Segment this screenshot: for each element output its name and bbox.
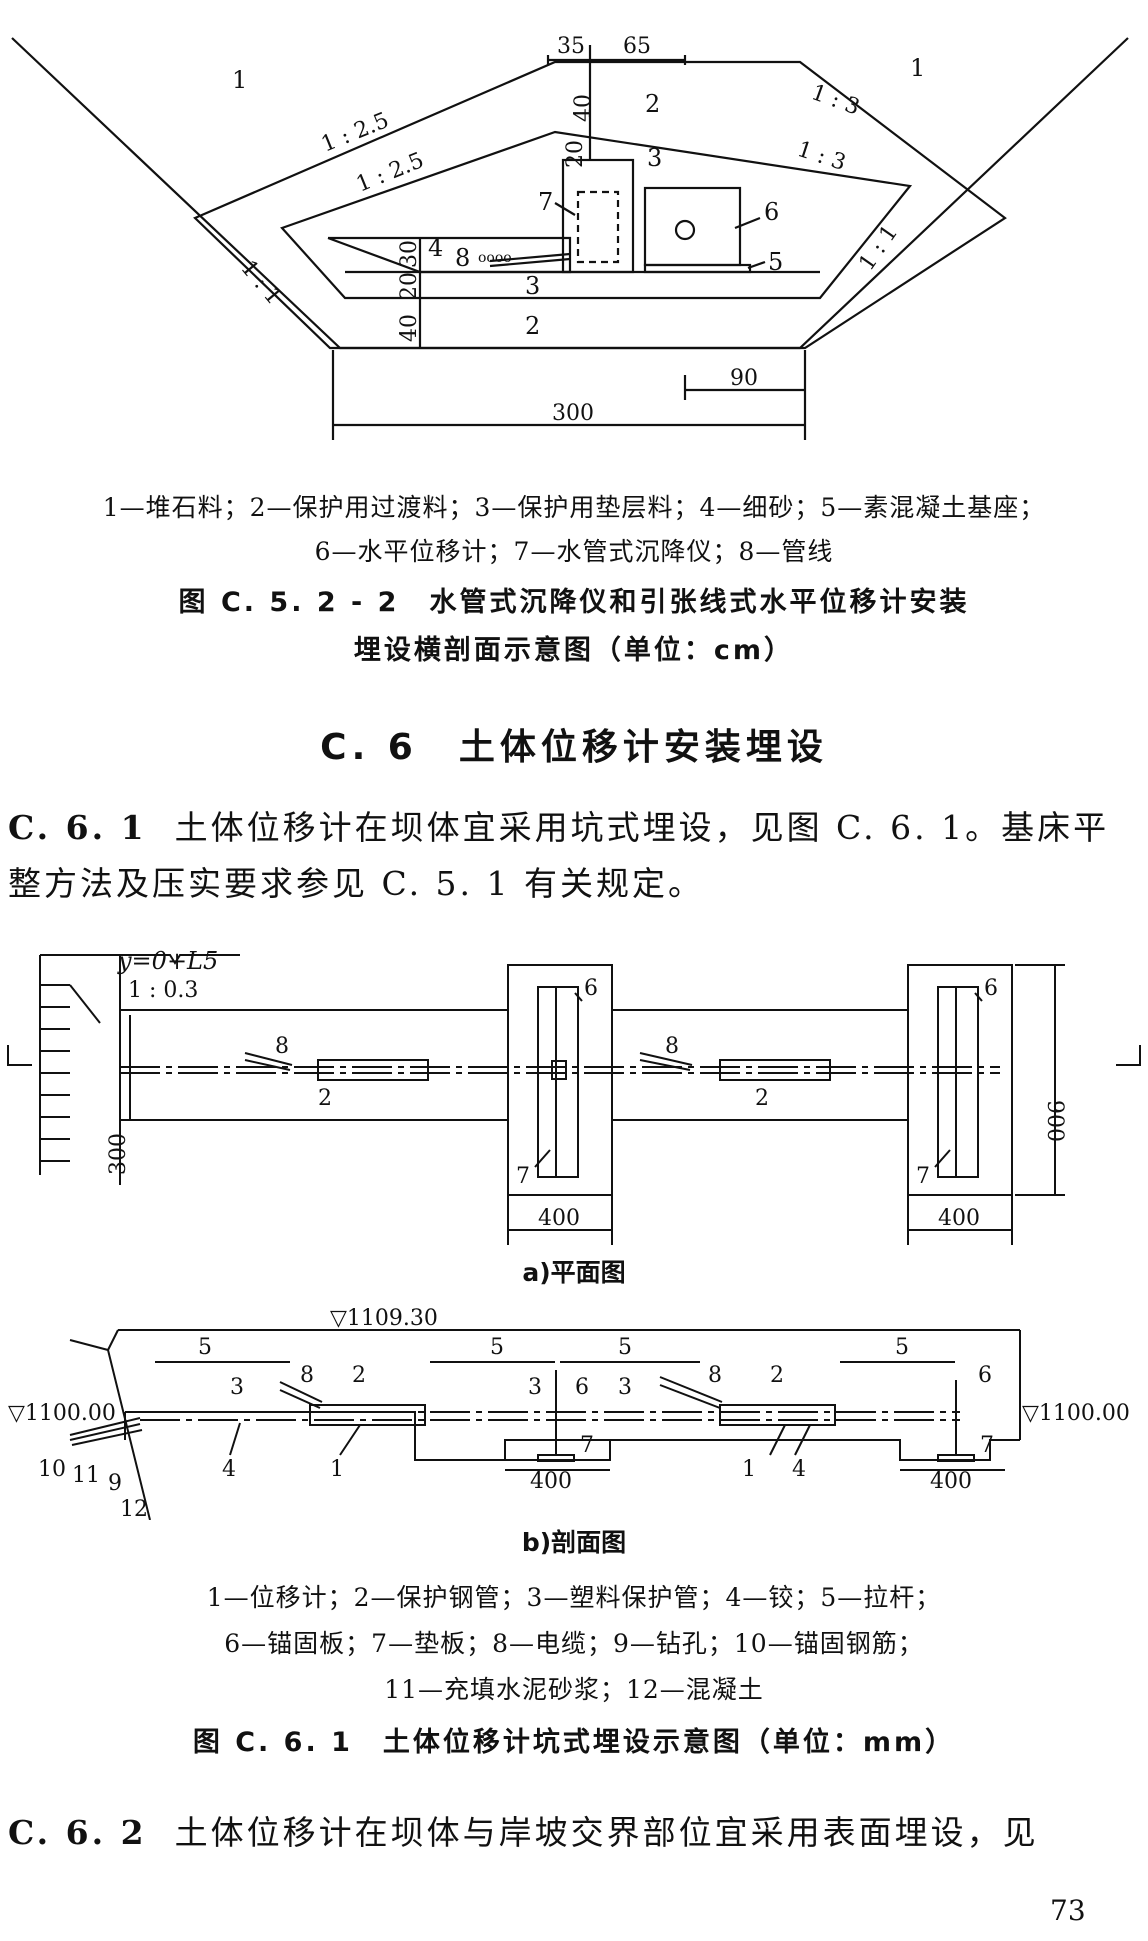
fig1-caption-line1: 图 C. 5. 2 - 2 水管式沉降仪和引张线式水平位移计安装 (178, 587, 970, 618)
slope-1: 1 : 2.5 (318, 108, 393, 158)
label-2-top: 2 (645, 90, 660, 118)
fig2-legend-line3: 11—充填水泥砂浆；12—混凝土 (384, 1675, 764, 1704)
plan-label-6b: 6 (984, 976, 998, 1001)
dim-300: 300 (552, 401, 594, 426)
plan-label-2b: 2 (755, 1086, 769, 1111)
fig1-caption-line2: 埋设横剖面示意图（单位：cm） (353, 635, 795, 666)
section-label-7a: 7 (580, 1433, 594, 1458)
dim-30: 30 (397, 240, 422, 268)
plan-dim-400b: 400 (938, 1206, 980, 1231)
figure-c61-plan: y=0+L5 1 : 0.3 300 900 400 400 6 6 8 8 2… (7, 947, 1141, 1245)
dim-65: 65 (623, 34, 651, 59)
fig1-legend-line2: 6—水平位移计；7—水管式沉降仪；8—管线 (314, 537, 834, 566)
label-4: 4 (428, 234, 443, 262)
plan-slope: 1 : 0.3 (128, 978, 198, 1003)
section-dim-5b: 5 (490, 1335, 504, 1360)
sand-layer-outline (327, 236, 572, 274)
plan-dim-400a: 400 (538, 1206, 580, 1231)
plan-dim-900: 900 (1042, 1100, 1067, 1142)
section-label-3c: 3 (618, 1375, 632, 1400)
fig2-legend-line1: 1—位移计；2—保护钢管；3—塑料保护管；4—铰；5—拉杆； (206, 1583, 942, 1612)
label-7: 7 (538, 188, 553, 216)
zone-3-outline (280, 130, 913, 300)
plan-label-7b: 7 (916, 1164, 930, 1189)
settlement-gauge-inner (576, 190, 620, 264)
section-label-8b: 8 (708, 1363, 722, 1388)
section-label-1a: 1 (330, 1457, 344, 1482)
section-label-2b: 2 (770, 1363, 784, 1388)
plan-label-2a: 2 (318, 1086, 332, 1111)
section-label-4a: 4 (222, 1457, 236, 1482)
section-label-11: 11 (72, 1463, 100, 1488)
para2-text: 土体位移计在坝体与岸坡交界部位宜采用表面埋设，见 (174, 1813, 1039, 1852)
outer-excavation-line (11, 37, 1129, 350)
label-1-right: 1 (910, 54, 925, 82)
svg-text:oooo: oooo (478, 250, 512, 266)
dim-90: 90 (730, 366, 758, 391)
section-label-6b: 6 (978, 1363, 992, 1388)
figure-c522-cross-section: oooo 35 65 40 20 30 20 40 90 300 1 1 2 2… (11, 34, 1129, 440)
section-label-10: 10 (38, 1457, 66, 1482)
slope-3: 1 : 3 (808, 80, 863, 120)
slope-6: 1 : 1 (854, 221, 903, 276)
zone-2-outline (193, 60, 1007, 350)
section-label-3b: 3 (528, 1375, 542, 1400)
para1-text: 土体位移计在坝体宜采用坑式埋设，见图 C. 6. 1。基床平整方法及压实要求参见… (8, 808, 1110, 903)
plan-eq: y=0+L5 (117, 947, 218, 975)
section-heading-c6: C. 6 土体位移计安装埋设 (320, 727, 828, 768)
label-8: 8 (455, 244, 470, 272)
figure-c61-section: ▽1109.30 ▽1100.00 ▽1100.00 5 5 5 5 400 4… (8, 1306, 1130, 1520)
section-caption: b)剖面图 (521, 1528, 627, 1557)
section-label-8a: 8 (300, 1363, 314, 1388)
concrete-base (643, 263, 752, 274)
displacement-gauge-circle (674, 219, 696, 241)
label-5: 5 (768, 248, 783, 276)
dim-20: 20 (397, 272, 422, 300)
label-6: 6 (764, 198, 779, 226)
plan-dim-300: 300 (106, 1133, 131, 1175)
section-label-7b: 7 (980, 1433, 994, 1458)
label-2-bottom: 2 (525, 312, 540, 340)
paragraph-c62: C. 6. 2 土体位移计在坝体与岸坡交界部位宜采用表面埋设，见 (8, 1805, 1138, 1861)
section-elev-top: ▽1109.30 (330, 1306, 438, 1331)
fig2-legend-line2: 6—锚固板；7—垫板；8—电缆；9—钻孔；10—锚固钢筋； (224, 1629, 924, 1658)
para2-number: C. 6. 2 (8, 1813, 147, 1852)
plan-label-8a: 8 (275, 1034, 289, 1059)
plan-label-6a: 6 (584, 976, 598, 1001)
plan-label-7a: 7 (516, 1164, 530, 1189)
label-3-bottom: 3 (525, 272, 540, 300)
section-label-3a: 3 (230, 1375, 244, 1400)
section-label-9: 9 (108, 1471, 122, 1496)
section-label-2a: 2 (352, 1363, 366, 1388)
para1-number: C. 6. 1 (8, 808, 147, 847)
section-dim-5c: 5 (618, 1335, 632, 1360)
section-label-1b: 1 (742, 1457, 756, 1482)
section-label-12: 12 (120, 1497, 148, 1520)
dim-35: 35 (557, 34, 585, 59)
settlement-gauge-box (561, 158, 635, 274)
fig2-caption: 图 C. 6. 1 土体位移计坑式埋设示意图（单位：mm） (192, 1727, 956, 1758)
dim-20-top: 20 (563, 140, 588, 168)
section-dim-5d: 5 (895, 1335, 909, 1360)
label-3-top: 3 (647, 144, 662, 172)
section-elev-right: ▽1100.00 (1022, 1401, 1130, 1426)
section-dim-400a: 400 (530, 1469, 572, 1494)
fig1-legend-line1: 1—堆石料；2—保护用过渡料；3—保护用垫层料；4—细砂；5—素混凝土基座； (102, 493, 1046, 522)
plan-caption: a)平面图 (522, 1258, 626, 1287)
dim-40-top: 40 (571, 94, 596, 122)
plan-label-8b: 8 (665, 1034, 679, 1059)
label-1-left: 1 (232, 66, 247, 94)
dim-40: 40 (397, 314, 422, 342)
section-dim-5a: 5 (198, 1335, 212, 1360)
section-dim-400b: 400 (930, 1469, 972, 1494)
section-label-6a: 6 (575, 1375, 589, 1400)
page-number: 73 (1050, 1894, 1086, 1927)
section-elev-left: ▽1100.00 (8, 1401, 116, 1426)
section-label-4b: 4 (792, 1457, 806, 1482)
